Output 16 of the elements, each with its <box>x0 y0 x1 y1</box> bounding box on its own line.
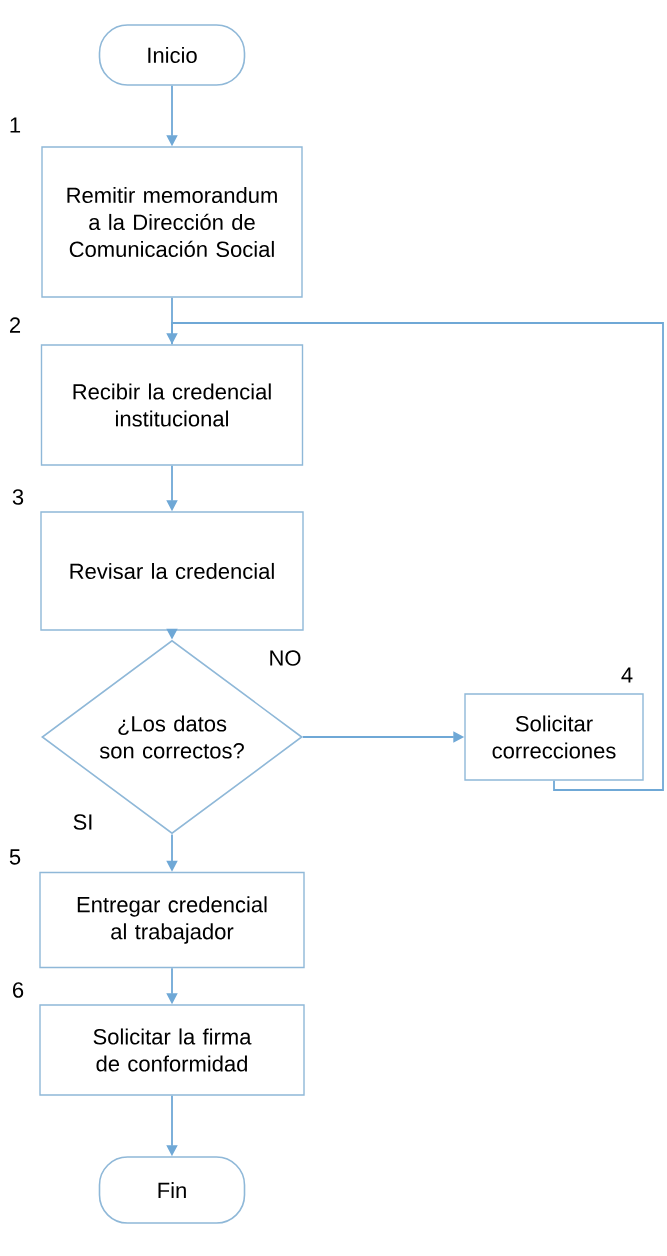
step-number: 2 <box>10 317 20 333</box>
process-box: Solicitar correcciones <box>464 693 644 781</box>
process-box: Remitir memorandum a la Dirección de Comunicación Social <box>41 146 303 298</box>
terminal: Inicio <box>98 24 246 86</box>
step-number: 4 <box>621 667 633 683</box>
edge-label: SI <box>71 813 95 831</box>
process-box: Entregar credencial al trabajador <box>39 871 305 969</box>
process-box: Solicitar la firma de conformidad <box>39 1004 305 1096</box>
edge-label: NO <box>267 649 303 667</box>
step-number: 3 <box>12 489 24 505</box>
terminal: Fin <box>98 1156 246 1224</box>
step-number: 1 <box>10 117 21 133</box>
process-box: Revisar la credencial <box>40 511 304 631</box>
step-number: 6 <box>13 982 24 998</box>
step-number: 5 <box>9 849 21 865</box>
process-box: Recibir la credencial institucional <box>40 344 304 466</box>
